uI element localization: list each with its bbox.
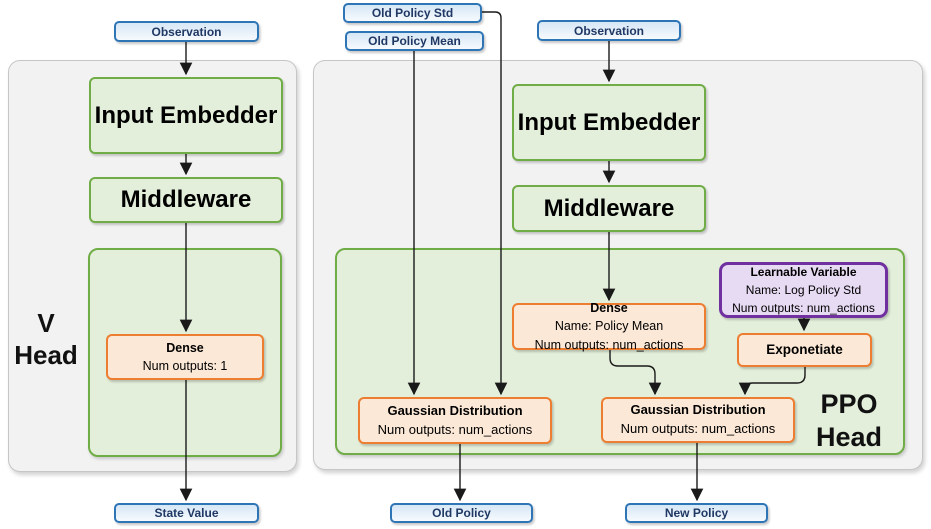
- ppo-dense-detail-outputs: Num outputs: num_actions: [534, 337, 684, 352]
- v-head-title: V Head: [10, 308, 82, 371]
- ppo-dense-detail-name: Name: Policy Mean: [554, 319, 664, 334]
- v-observation-label: Observation: [151, 24, 222, 39]
- learnable-variable-box: Learnable Variable Name: Log Policy Std …: [719, 262, 888, 318]
- v-head-title-line2: Head: [14, 339, 78, 370]
- ppo-dense-box: Dense Name: Policy Mean Num outputs: num…: [512, 301, 706, 352]
- v-dense-detail: Num outputs: 1: [142, 359, 228, 373]
- old-policy-output-label: Old Policy: [432, 506, 491, 520]
- ppo-head-title-line1: PPO: [820, 389, 878, 419]
- exponetiate-box: Exponetiate: [737, 333, 872, 367]
- gaussian-new-detail: Num outputs: num_actions: [620, 421, 776, 436]
- gaussian-distribution-old-box: Gaussian Distribution Num outputs: num_a…: [358, 397, 552, 444]
- exponetiate-label: Exponetiate: [766, 342, 843, 358]
- v-middleware-label: Middleware: [120, 186, 252, 213]
- ppo-dense-title: Dense: [590, 301, 628, 316]
- v-head-title-line1: V: [37, 308, 55, 338]
- ppo-observation-label: Observation: [573, 23, 645, 38]
- old-policy-output-box: Old Policy: [390, 503, 533, 523]
- ppo-observation-box: Observation: [537, 20, 681, 41]
- old-policy-std-box: Old Policy Std: [343, 3, 482, 23]
- v-input-embedder-box: Input Embedder: [89, 77, 283, 154]
- new-policy-output-box: New Policy: [625, 503, 768, 523]
- gaussian-new-title: Gaussian Distribution: [630, 402, 766, 418]
- v-dense-title: Dense: [166, 340, 204, 355]
- old-policy-mean-label: Old Policy Mean: [368, 34, 461, 48]
- new-policy-output-label: New Policy: [664, 506, 729, 520]
- learnable-variable-detail-outputs: Num outputs: num_actions: [732, 301, 875, 315]
- old-policy-mean-box: Old Policy Mean: [345, 31, 484, 51]
- state-value-label: State Value: [154, 506, 219, 520]
- old-policy-std-label: Old Policy Std: [371, 6, 454, 20]
- learnable-variable-title: Learnable Variable: [750, 265, 857, 279]
- ppo-input-embedder-label: Input Embedder: [517, 108, 701, 136]
- gaussian-old-title: Gaussian Distribution: [387, 402, 523, 418]
- gaussian-old-detail: Num outputs: num_actions: [377, 421, 533, 437]
- ppo-middleware-label: Middleware: [543, 194, 675, 222]
- v-dense-box: Dense Num outputs: 1: [106, 334, 264, 380]
- ppo-head-title-line2: Head: [815, 421, 883, 452]
- v-observation-box: Observation: [114, 21, 259, 42]
- ppo-input-embedder-box: Input Embedder: [512, 84, 706, 161]
- v-input-embedder-label: Input Embedder: [94, 101, 278, 129]
- gaussian-distribution-new-box: Gaussian Distribution Num outputs: num_a…: [601, 397, 795, 443]
- state-value-box: State Value: [114, 503, 259, 523]
- ppo-head-title: PPO Head: [806, 388, 892, 454]
- v-middleware-box: Middleware: [89, 177, 283, 223]
- ppo-middleware-box: Middleware: [512, 185, 706, 232]
- learnable-variable-detail-name: Name: Log Policy Std: [745, 283, 862, 297]
